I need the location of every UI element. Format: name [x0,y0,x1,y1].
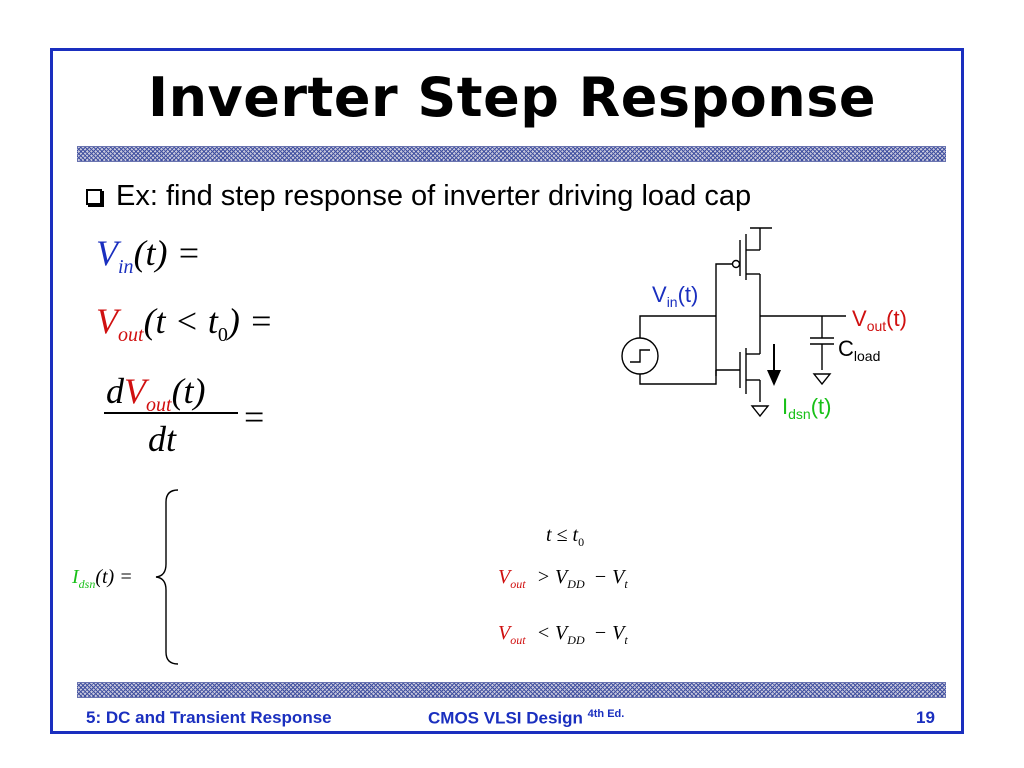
derivative-equals: = [244,397,265,437]
slide-frame [50,48,964,734]
idsn-label: Idsn(t) [782,394,832,422]
pmos-bubble [731,259,741,269]
vin-equation: Vin(t) = [96,233,201,278]
inverter-circuit-diagram [621,227,846,418]
piecewise-brace [155,489,179,665]
slide-title: Inverter Step Response [148,66,876,129]
bullet-item: Ex: find step response of inverter drivi… [86,180,751,213]
condition-1: t ≤ t0 [546,524,585,549]
nmos-ground [750,405,770,418]
vout-initial-equation: Vout(t < t0) = [96,301,274,346]
condition-2: Vout > VDD − Vt [498,566,628,591]
footer-course-title: CMOS VLSI Design 4th Ed. [428,708,625,728]
footer-divider [77,682,946,698]
derivative-denominator: dt [148,419,177,459]
cap-ground [812,373,832,386]
bullet-text: Ex: find step response of inverter drivi… [116,180,752,212]
idsn-lhs: Idsn(t) = [72,566,133,591]
current-arrow-head [767,370,781,386]
vout-label: Vout(t) [852,306,907,334]
condition-3: Vout < VDD − Vt [498,622,628,647]
vin-label: Vin(t) [652,282,699,310]
footer-page-number: 19 [916,708,935,727]
footer-section-title: 5: DC and Transient Response [86,708,332,727]
cload-label: Cload [838,336,881,364]
fraction-bar [104,412,238,414]
checkbox-bullet-icon [86,188,104,207]
title-divider [77,146,946,162]
derivative-numerator: dVout(t) [106,371,206,416]
